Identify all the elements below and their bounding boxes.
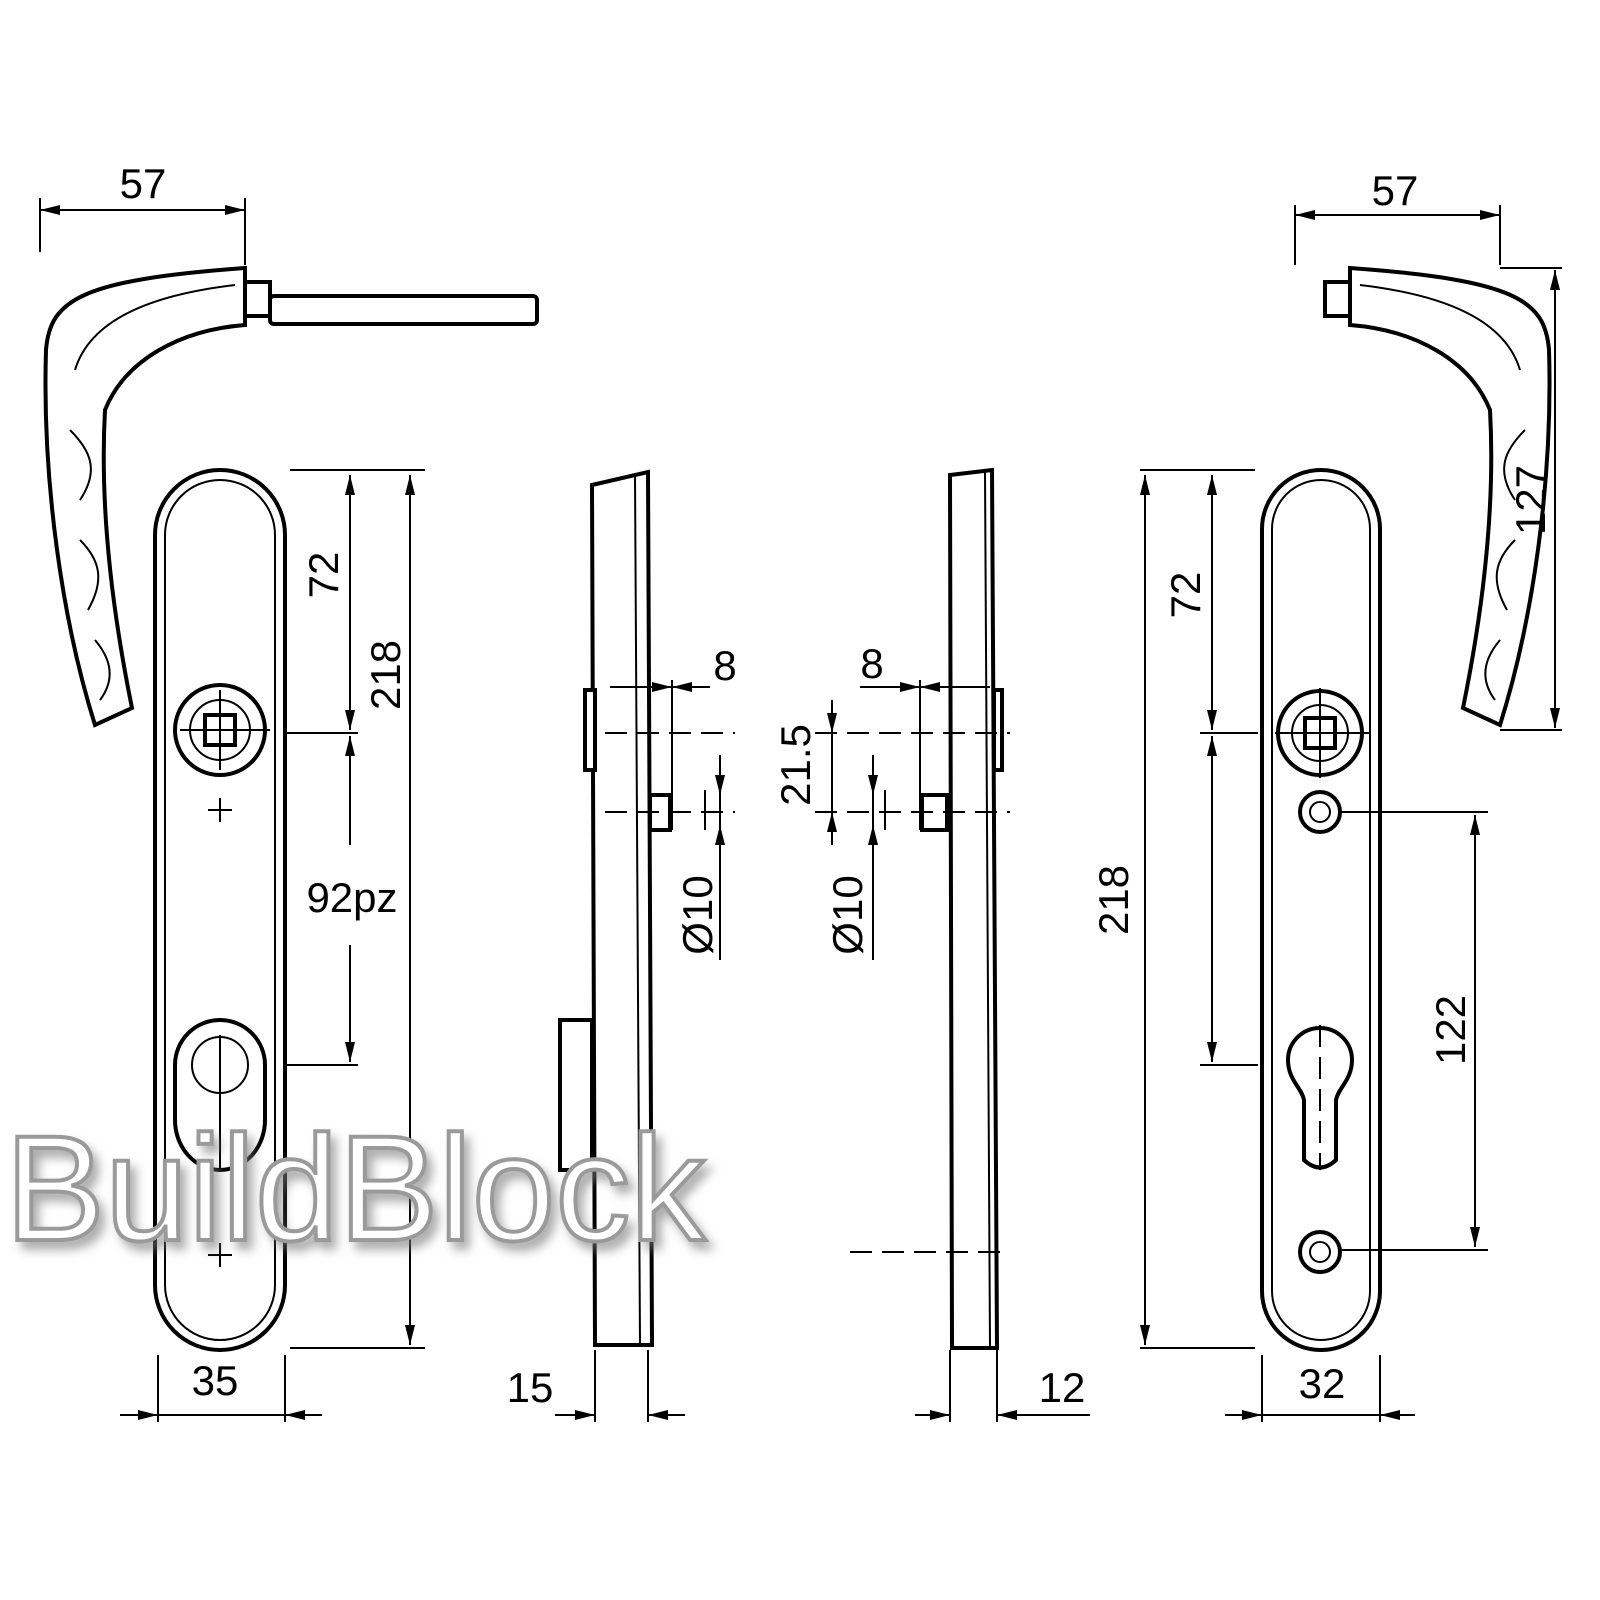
dim-right-plate-height: 218 <box>1090 865 1137 935</box>
dim-side2-spacing: 21.5 <box>772 724 819 806</box>
dim-side2-thickness: 12 <box>1039 1364 1086 1411</box>
left-handle <box>43 265 539 728</box>
dim-left-spindle-to-cylinder: 92pz <box>306 874 397 921</box>
dim-right-plate-width: 32 <box>1299 1360 1346 1407</box>
right-dimensions: 57 127 218 72 122 32 <box>1090 167 1562 1422</box>
left-back-plate <box>153 468 287 1352</box>
dim-left-top-to-spindle: 72 <box>300 552 347 599</box>
dim-right-handle-width: 57 <box>1372 167 1419 214</box>
dim-side1-offset: 8 <box>713 642 736 689</box>
dim-left-handle-width: 57 <box>120 160 167 207</box>
dim-side2-offset: 8 <box>860 640 883 687</box>
dim-side1-diameter: Ø10 <box>674 875 721 954</box>
right-back-plate <box>1260 468 1382 1352</box>
dim-left-plate-width: 35 <box>192 1357 239 1404</box>
left-dimensions: 57 72 218 92pz 35 <box>39 160 425 1422</box>
dim-side2-diameter: Ø10 <box>824 875 871 954</box>
watermark: BuildBlock <box>5 1104 706 1272</box>
right-handle <box>1323 265 1552 728</box>
dim-right-top-to-spindle: 72 <box>1162 572 1209 619</box>
dim-side1-thickness: 15 <box>507 1364 554 1411</box>
dim-right-handle-height: 127 <box>1507 465 1554 535</box>
side-view-1: 8 Ø10 15 <box>507 469 737 1422</box>
dim-left-plate-height: 218 <box>362 640 409 710</box>
side-view-2: 8 21.5 Ø10 12 <box>772 467 1090 1422</box>
dim-right-screw-spacing: 122 <box>1427 995 1474 1065</box>
